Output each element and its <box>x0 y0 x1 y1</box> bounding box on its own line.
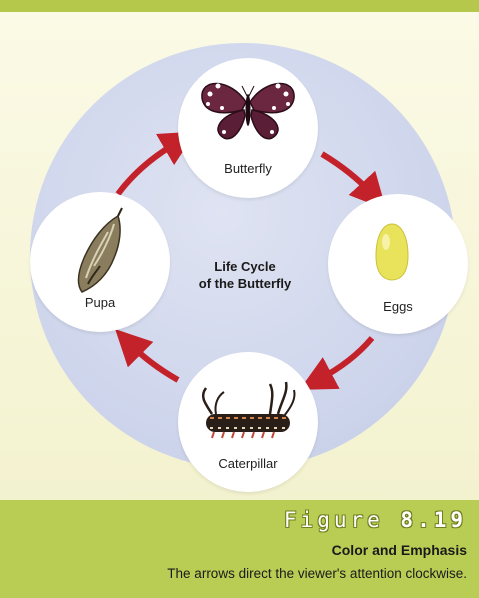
figure-label: Figure 8.19 <box>284 508 467 532</box>
caption-text: The arrows direct the viewer's attention… <box>167 566 467 581</box>
diagram-title-line-1: Life Cycle <box>170 258 320 275</box>
arrow-butterfly-to-eggs <box>322 154 372 194</box>
top-color-bar <box>0 0 479 12</box>
stage-label-pupa: Pupa <box>30 295 170 310</box>
pupa-icon <box>30 192 170 332</box>
caterpillar-icon <box>178 352 318 492</box>
arrow-eggs-to-caterpillar <box>318 338 372 380</box>
arrow-caterpillar-to-pupa <box>130 344 178 380</box>
figure-number: 8.19 <box>400 508 467 532</box>
stage-label-butterfly: Butterfly <box>178 161 318 176</box>
stage-label-eggs: Eggs <box>328 299 468 314</box>
stage-caterpillar: Caterpillar <box>178 352 318 492</box>
caption-title: Color and Emphasis <box>332 542 467 558</box>
figure-caption: Figure 8.19 Color and Emphasis The arrow… <box>0 500 479 598</box>
stage-eggs: Eggs <box>328 194 468 334</box>
diagram-title-line-2: of the Butterfly <box>170 275 320 292</box>
figure-word: Figure <box>284 508 384 532</box>
stage-butterfly: Butterfly <box>178 58 318 198</box>
butterfly-icon <box>178 58 318 198</box>
arrow-pupa-to-butterfly <box>118 142 178 194</box>
stage-label-caterpillar: Caterpillar <box>178 456 318 471</box>
stage-pupa: Pupa <box>30 192 170 332</box>
figure-area: Butterfly Eggs Caterpillar <box>0 12 479 500</box>
diagram-title: Life Cycle of the Butterfly <box>170 258 320 292</box>
